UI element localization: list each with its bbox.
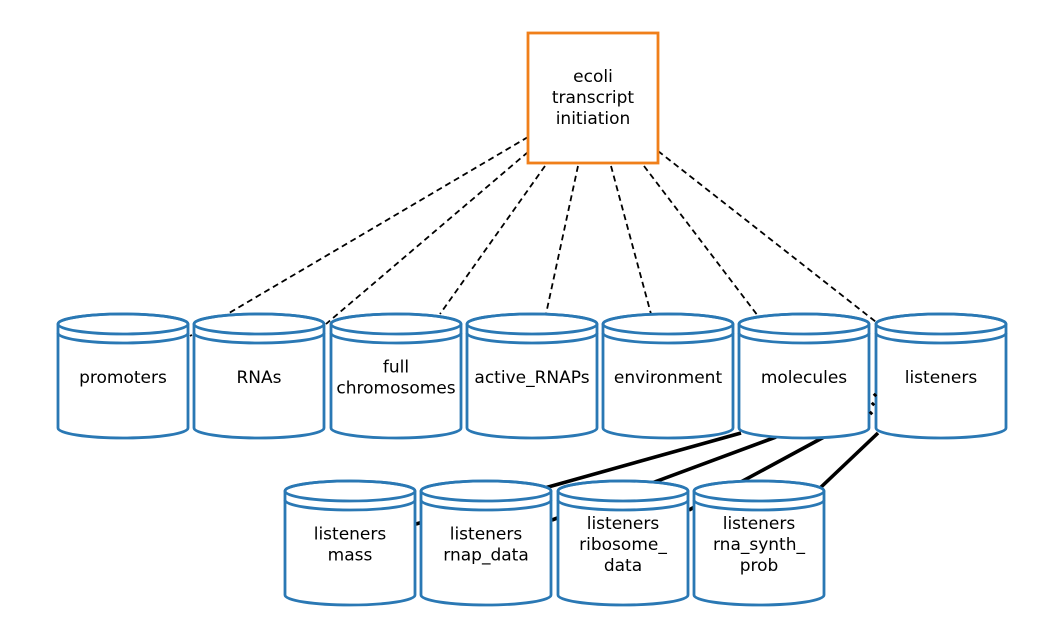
edge-process-to-listeners: [657, 150, 877, 323]
store-listeners-mass-top-rim: [283, 479, 417, 503]
store-listeners-ribosome-data-inner-rim: [556, 499, 690, 512]
store-rnas[interactable]: RNAs: [192, 312, 326, 440]
store-rnas-inner-rim: [192, 332, 326, 345]
edge-listeners-to-listeners-rna-synth-prob: [817, 431, 880, 491]
store-listeners-rnap-data-label-line-1: listeners: [450, 525, 523, 545]
edge-process-to-active-rnaps: [545, 165, 579, 315]
store-listeners-rna-synth-prob-label-line-1: listeners: [723, 514, 796, 534]
store-listeners-top-rim: [874, 312, 1008, 336]
store-active-rnaps-inner-rim: [465, 332, 599, 345]
store-listeners-rna-synth-prob-label-line-2: rna_synth_: [713, 535, 806, 555]
store-environment-top-rim: [601, 312, 735, 336]
store-full-chromosomes-top-rim: [329, 312, 463, 336]
store-full-chromosomes-inner-rim: [329, 332, 463, 345]
process-label-line-2: transcript: [552, 88, 635, 108]
store-molecules-inner-rim: [737, 332, 871, 345]
store-listeners-rnap-data-top-rim: [419, 479, 553, 503]
edge-process-to-environment: [610, 165, 652, 315]
store-active-rnaps[interactable]: active_RNAPs: [465, 312, 599, 440]
edge-process-to-promoters: [189, 136, 529, 337]
store-environment[interactable]: environment: [601, 312, 735, 440]
store-molecules-top-rim: [737, 312, 871, 336]
store-listeners-rnap-data-label-line-2: rnap_data: [443, 546, 528, 566]
store-active-rnaps-top-rim: [465, 312, 599, 336]
store-promoters-top-rim: [56, 312, 190, 336]
store-listeners-mass-inner-rim: [283, 499, 417, 512]
store-listeners-ribosome-data-label-line-1: listeners: [587, 514, 660, 534]
store-rnas-label-line-1: RNAs: [236, 368, 281, 388]
edge-process-to-rnas: [325, 151, 529, 325]
store-environment-inner-rim: [601, 332, 735, 345]
store-listeners-rna-synth-prob-top-rim: [692, 479, 826, 503]
store-molecules[interactable]: molecules: [737, 312, 871, 440]
store-active-rnaps-label-line-1: active_RNAPs: [474, 368, 589, 388]
process-label-line-1: ecoli: [573, 67, 613, 87]
store-listeners-label-line-1: listeners: [905, 368, 978, 388]
store-listeners-rna-synth-prob-label-line-3: prob: [740, 556, 779, 576]
process-box: [526, 31, 660, 165]
store-listeners-mass-label-line-1: listeners: [314, 525, 387, 545]
store-listeners-rnap-data-inner-rim: [419, 499, 553, 512]
edge-process-to-full-chromosomes: [439, 165, 546, 315]
store-listeners-rna-synth-prob-inner-rim: [692, 499, 826, 512]
store-listeners-ribosome-data-top-rim: [556, 479, 690, 503]
store-rnas-top-rim: [192, 312, 326, 336]
edge-process-to-molecules: [643, 165, 759, 317]
store-environment-label-line-1: environment: [614, 368, 723, 388]
store-full-chromosomes-label-line-2: chromosomes: [336, 379, 455, 399]
process-label-line-3: initiation: [556, 109, 631, 129]
store-listeners[interactable]: listeners: [874, 312, 1008, 440]
store-listeners-ribosome-data-label-line-2: ribosome_: [579, 535, 667, 555]
store-promoters[interactable]: promoters: [56, 312, 190, 440]
edge-stub-3: [868, 410, 874, 416]
store-listeners-ribosome-data-label-line-3: data: [604, 556, 642, 576]
edge-stub-2: [870, 401, 876, 407]
edge-stub-1: [872, 392, 878, 398]
store-molecules-label-line-1: molecules: [761, 368, 847, 388]
store-promoters-inner-rim: [56, 332, 190, 345]
store-promoters-label-line-1: promoters: [79, 368, 167, 388]
store-listeners-mass-label-line-2: mass: [328, 546, 373, 566]
store-full-chromosomes-label-line-1: full: [383, 358, 409, 378]
store-listeners-inner-rim: [874, 332, 1008, 345]
